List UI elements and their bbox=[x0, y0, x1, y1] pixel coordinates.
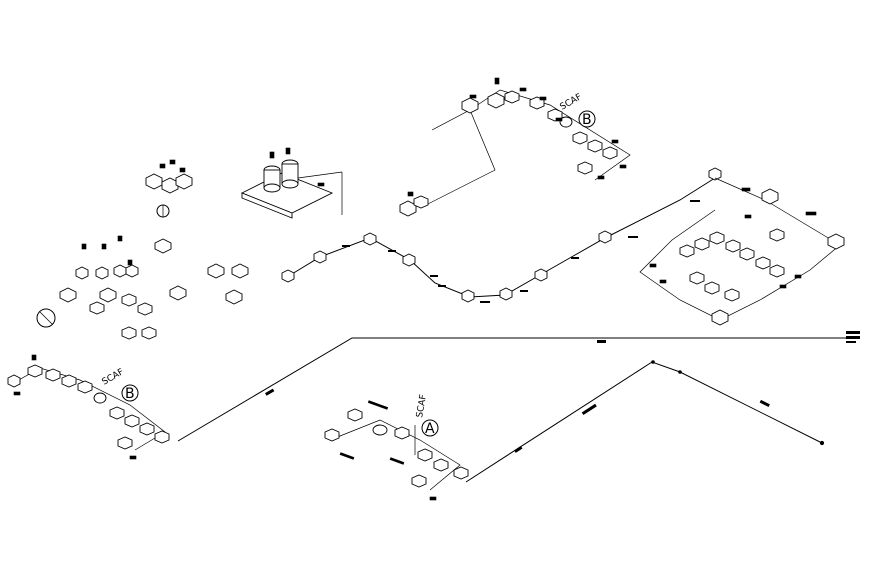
left-scaf-b-group: B SCAF bbox=[7, 354, 170, 460]
scaf-a-group: A SCAF bbox=[324, 394, 469, 501]
scaf-b-top-label: SCAF bbox=[559, 92, 584, 112]
scaf-a-circle bbox=[421, 419, 439, 437]
top-scaf-b-group: B SCAF bbox=[399, 77, 631, 217]
fixture-field-left bbox=[36, 235, 249, 340]
scaf-b-top-circle bbox=[578, 110, 596, 128]
main-supply-line bbox=[177, 331, 860, 442]
scaf-b-left-label: SCAF bbox=[101, 367, 126, 387]
lower-right-pipe-run bbox=[465, 360, 825, 483]
fixture-cluster-top-left bbox=[145, 159, 193, 218]
middle-pipe-run bbox=[281, 167, 722, 303]
scaf-a-label: SCAF bbox=[415, 394, 429, 419]
scaf-b-top-letter: B bbox=[582, 112, 592, 128]
right-fixture-complex bbox=[639, 177, 845, 326]
scaf-b-left-letter: B bbox=[125, 386, 135, 402]
scaf-a-letter: A bbox=[425, 421, 435, 437]
water-tank-assembly bbox=[240, 147, 343, 219]
scaf-b-left-circle bbox=[121, 384, 139, 402]
